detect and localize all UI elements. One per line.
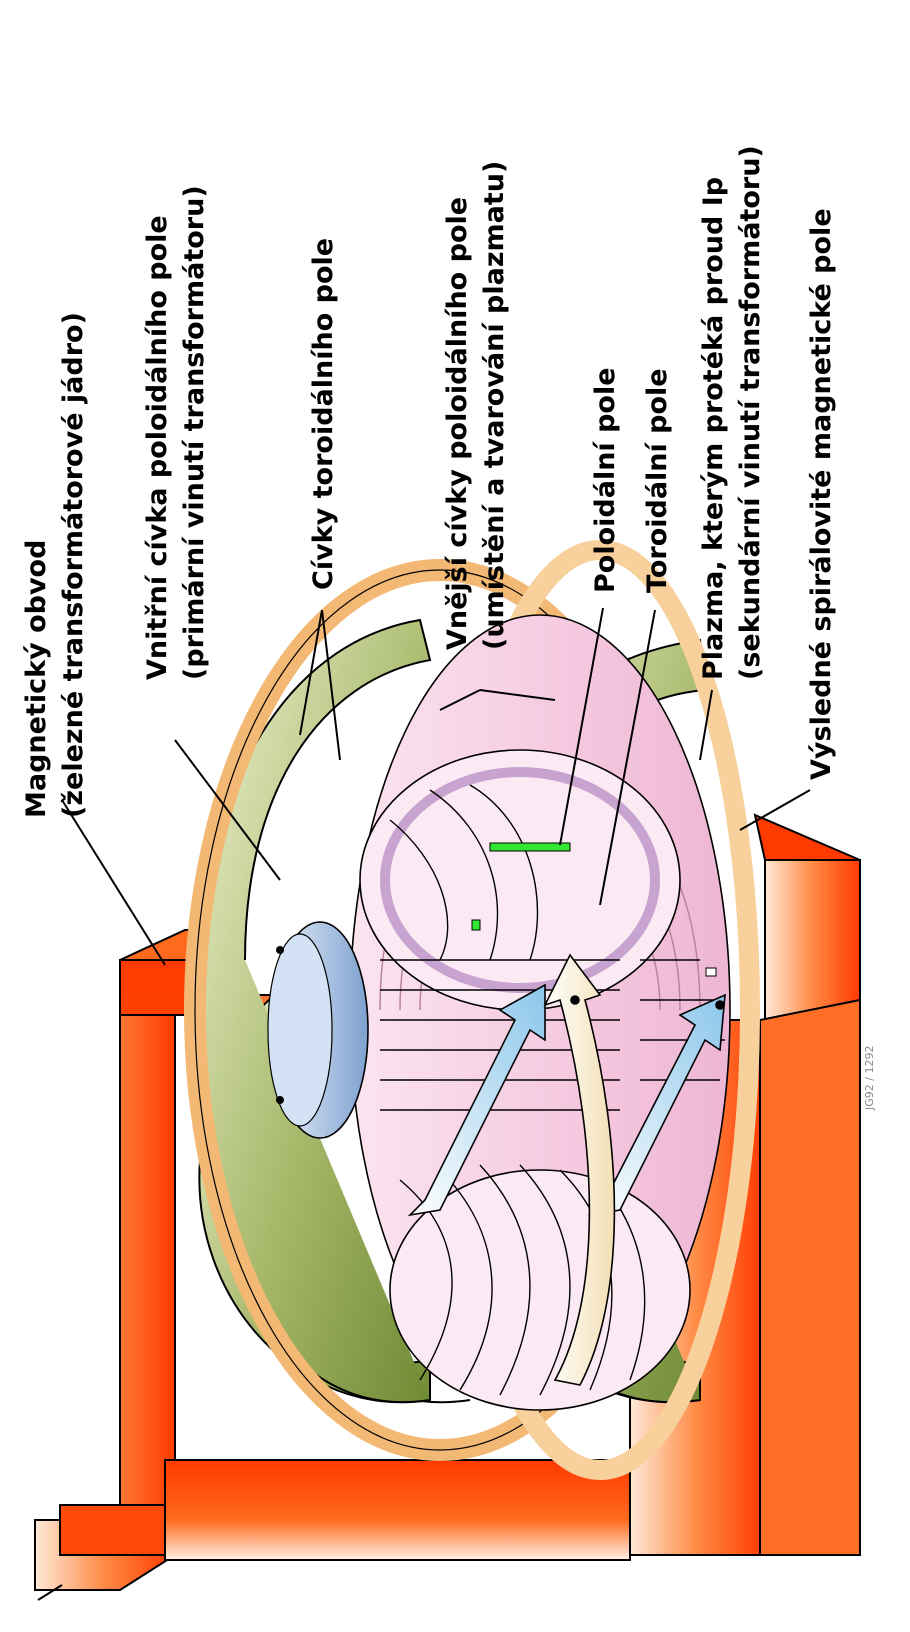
label-toroidal-field: Toroidální pole [642, 368, 673, 593]
label-plasma: Plazma, kterým protéká proud Ip [698, 177, 729, 680]
label-toroidal-coils: Cívky toroidálního pole [308, 238, 339, 590]
inner-poloidal-coil [268, 922, 368, 1138]
label-magnetic-circuit: Magnetický obvod [21, 540, 52, 818]
label-inner-coil-sub: (primární vinutí transformátoru) [179, 185, 210, 680]
label-outer-coils: Vnější cívky poloidálního pole [442, 197, 473, 650]
label-helical-field: Výsledné spirálovité magnetické pole [806, 208, 837, 780]
label-outer-coils-sub: (umístění a tvarování plazmatu) [479, 161, 510, 650]
figure-credit: JG92 / 1292 [863, 1046, 876, 1111]
label-plasma-sub: (sekundární vinutí transformátoru) [735, 145, 766, 680]
label-magnetic-circuit-sub: (železné transformátorové jádro) [58, 312, 89, 818]
label-inner-coil: Vnitřní cívka poloidálního pole [142, 215, 173, 680]
label-poloidal-field: Poloidální pole [590, 367, 621, 593]
